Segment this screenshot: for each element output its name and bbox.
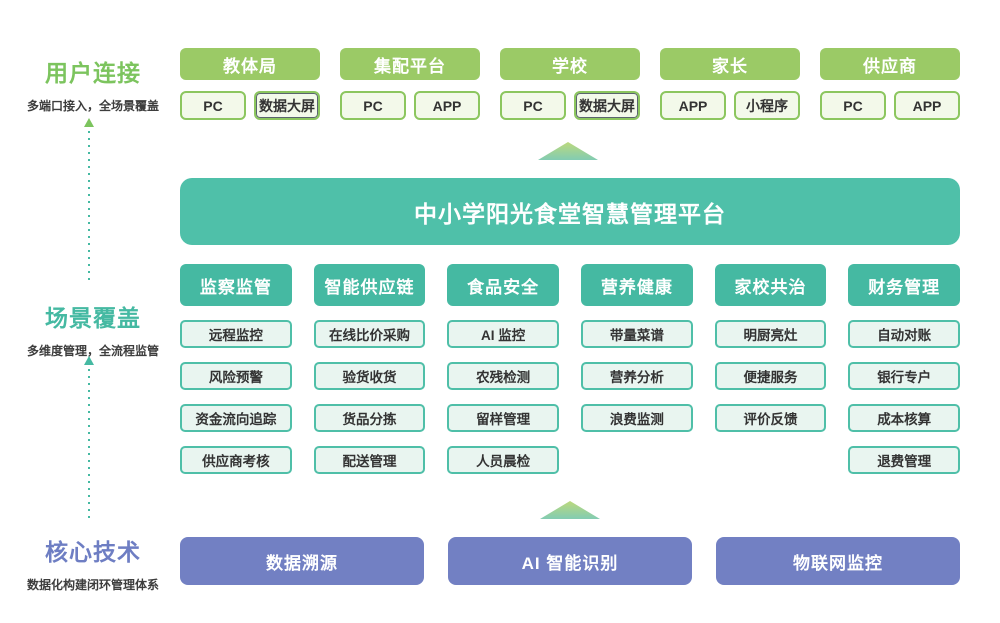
scene-item: 银行专户	[848, 362, 961, 390]
scene-column-nutrition: 营养健康 带量菜谱 营养分析 浪费监测	[581, 264, 693, 432]
scene-header: 食品安全	[447, 264, 560, 306]
section-label-user-connection: 用户连接 多端口接入，全场景覆盖	[8, 54, 178, 114]
core-tech-ai-recognition: AI 智能识别	[448, 537, 692, 585]
section-title: 用户连接	[45, 60, 141, 86]
section-title: 核心技术	[45, 539, 141, 565]
user-connection-row: 教体局 PC 数据大屏 集配平台 PC APP 学校 PC 数据大屏 家长 AP…	[180, 48, 960, 120]
core-tech-iot-monitoring: 物联网监控	[716, 537, 960, 585]
section-label-scene-coverage: 场景覆盖 多维度管理，全流程监管	[8, 299, 178, 359]
up-arrow-icon	[84, 118, 94, 127]
terminal-box: 数据大屏	[254, 91, 320, 120]
terminal-box: APP	[660, 91, 726, 120]
scene-item: 农残检测	[447, 362, 560, 390]
scene-item: 人员晨检	[447, 446, 560, 474]
section-label-core-technology: 核心技术 数据化构建闭环管理体系	[8, 533, 178, 593]
scene-column-food-safety: 食品安全 AI 监控 农残检测 留样管理 人员晨检	[447, 264, 560, 474]
scene-header: 智能供应链	[313, 264, 426, 306]
group-items: PC APP	[340, 91, 480, 120]
scene-column-supply-chain: 智能供应链 在线比价采购 验货收货 货品分拣 配送管理	[313, 264, 426, 474]
scene-item: 风险预警	[180, 362, 292, 390]
scene-column-home-school: 家校共治 明厨亮灶 便捷服务 评价反馈	[714, 264, 827, 432]
scene-header: 监察监管	[180, 264, 292, 306]
group-header: 学校	[500, 48, 640, 80]
user-group-supplier: 供应商 PC APP	[820, 48, 960, 120]
up-arrow-icon	[84, 356, 94, 365]
scene-column-supervision: 监察监管 远程监控 风险预警 资金流向追踪 供应商考核	[180, 264, 292, 474]
scene-item: 营养分析	[581, 362, 693, 390]
user-group-education-bureau: 教体局 PC 数据大屏	[180, 48, 320, 120]
scene-item: 便捷服务	[714, 362, 827, 390]
scene-header: 家校共治	[714, 264, 827, 306]
section-subtitle: 多维度管理，全流程监管	[26, 344, 159, 358]
section-subtitle: 多端口接入，全场景覆盖	[26, 99, 159, 113]
scene-header: 营养健康	[581, 264, 693, 306]
terminal-box: PC	[820, 91, 886, 120]
scene-item: 自动对账	[848, 320, 961, 348]
dotted-connector	[84, 118, 94, 285]
core-technology-row: 数据溯源 AI 智能识别 物联网监控	[180, 537, 960, 585]
scene-item: 明厨亮灶	[714, 320, 827, 348]
up-triangle-icon	[540, 501, 600, 519]
core-tech-data-traceability: 数据溯源	[180, 537, 424, 585]
dotted-connector	[84, 356, 94, 523]
group-header: 家长	[660, 48, 800, 80]
user-group-parents: 家长 APP 小程序	[660, 48, 800, 120]
scene-coverage-row: 监察监管 远程监控 风险预警 资金流向追踪 供应商考核 智能供应链 在线比价采购…	[180, 264, 961, 474]
scene-item: 供应商考核	[180, 446, 292, 474]
terminal-box: APP	[894, 91, 960, 120]
scene-header: 财务管理	[848, 264, 961, 306]
scene-item: 留样管理	[447, 404, 560, 432]
group-items: APP 小程序	[660, 91, 800, 120]
terminal-box: 小程序	[734, 91, 800, 120]
scene-item: 货品分拣	[313, 404, 426, 432]
terminal-box: PC	[180, 91, 246, 120]
terminal-box: PC	[500, 91, 566, 120]
group-items: PC 数据大屏	[500, 91, 640, 120]
section-title: 场景覆盖	[45, 305, 141, 331]
terminal-box: 数据大屏	[574, 91, 640, 120]
group-items: PC APP	[820, 91, 960, 120]
scene-item: 浪费监测	[581, 404, 693, 432]
scene-item: 远程监控	[180, 320, 292, 348]
user-group-school: 学校 PC 数据大屏	[500, 48, 640, 120]
scene-item: AI 监控	[447, 320, 560, 348]
group-header: 供应商	[820, 48, 960, 80]
up-triangle-icon	[538, 142, 598, 160]
scene-item: 带量菜谱	[581, 320, 693, 348]
scene-item: 评价反馈	[714, 404, 827, 432]
section-subtitle: 数据化构建闭环管理体系	[26, 578, 159, 592]
group-items: PC 数据大屏	[180, 91, 320, 120]
group-header: 教体局	[180, 48, 320, 80]
scene-item: 资金流向追踪	[180, 404, 292, 432]
terminal-box: APP	[414, 91, 480, 120]
scene-item: 成本核算	[848, 404, 961, 432]
platform-banner: 中小学阳光食堂智慧管理平台	[180, 178, 960, 245]
scene-item: 验货收货	[313, 362, 426, 390]
group-header: 集配平台	[340, 48, 480, 80]
terminal-box: PC	[340, 91, 406, 120]
scene-item: 在线比价采购	[313, 320, 426, 348]
scene-column-finance: 财务管理 自动对账 银行专户 成本核算 退费管理	[848, 264, 961, 474]
scene-item: 退费管理	[848, 446, 961, 474]
scene-item: 配送管理	[313, 446, 426, 474]
user-group-distribution-platform: 集配平台 PC APP	[340, 48, 480, 120]
